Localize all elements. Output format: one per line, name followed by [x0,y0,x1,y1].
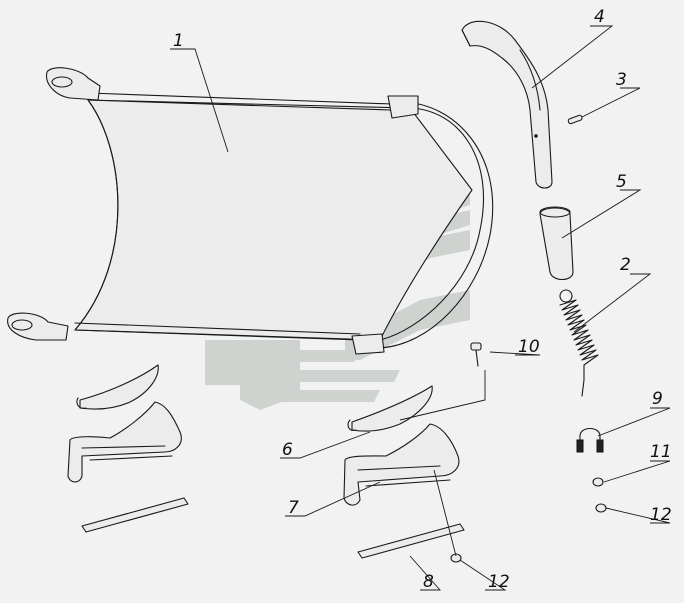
callout-4: 4 [594,7,605,27]
callout-5: 5 [616,172,627,192]
leader-lines [170,25,671,591]
part-6-strap-left [76,364,159,410]
part-7-bracket-left [67,401,182,483]
callout-1: 1 [173,31,184,51]
part-9-u-bolt [576,427,604,453]
callout-8: 8 [423,572,434,592]
part-2-spring [559,289,599,397]
part-3-pin [567,114,583,125]
callout-10: 10 [518,337,540,357]
callout-12-bottom: 12 [488,572,510,592]
callout-9: 9 [652,389,663,409]
part-7-bracket-right [343,423,460,506]
callout-12-right: 12 [650,505,672,525]
part-4-handle-tube [461,20,553,189]
part-8-flat-bar-left [81,497,189,533]
part-8-flat-bar-right [357,523,465,559]
part-1-panel [7,67,494,355]
part-6-strap-right [347,385,433,432]
callout-11: 11 [650,442,672,462]
callout-7: 7 [288,498,299,518]
part-12-nut-right [595,503,607,513]
part-10-bolt [470,342,482,367]
part-5-grip-sleeve [539,206,574,281]
part-11-nut [592,477,604,487]
callout-6: 6 [282,440,293,460]
part-12-nut-bottom [450,553,462,563]
callout-3: 3 [616,70,627,90]
callout-2: 2 [620,255,631,275]
callout-labels: 1 2 3 4 5 6 7 8 9 10 11 12 12 [173,7,672,592]
